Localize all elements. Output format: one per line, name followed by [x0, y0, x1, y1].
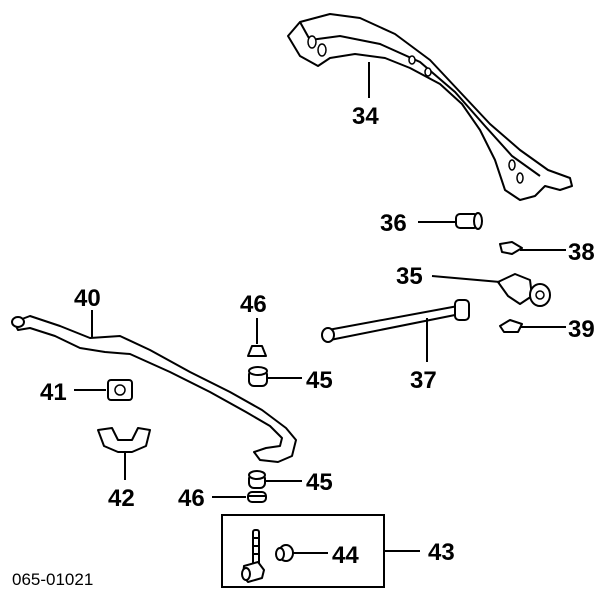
part-46-retainer-upper [247, 345, 267, 357]
part-42-bracket [97, 427, 151, 453]
part-45-bushing-upper [248, 366, 268, 387]
part-40-stabilizer-bar [11, 315, 297, 463]
callout-45-lower: 45 [306, 469, 333, 496]
callout-40: 40 [74, 285, 101, 312]
part-39-bracket [499, 319, 523, 333]
callout-42: 42 [108, 485, 135, 512]
callout-37: 37 [410, 367, 437, 394]
part-44-nut [275, 544, 294, 562]
callout-46-upper: 46 [240, 291, 267, 318]
callout-43: 43 [428, 539, 455, 566]
callout-45-upper: 45 [306, 367, 333, 394]
part-43-link-bolt [241, 529, 265, 583]
diagram-code: 065-01021 [12, 570, 93, 589]
callout-41: 41 [40, 379, 67, 406]
part-36-bushing [455, 212, 483, 230]
part-46-retainer-lower [247, 491, 267, 503]
part-41-bushing [107, 379, 133, 401]
callout-46-lower: 46 [178, 485, 205, 512]
callout-35: 35 [396, 263, 423, 290]
callout-44: 44 [332, 542, 359, 569]
leader-35 [431, 275, 501, 283]
part-37-rod [321, 299, 470, 343]
part-35-bracket [497, 273, 551, 307]
part-45-bushing-lower [248, 470, 266, 489]
part-34-crossmember [287, 13, 573, 201]
callout-38: 38 [568, 239, 595, 266]
callout-39: 39 [568, 316, 595, 343]
callout-34: 34 [352, 103, 379, 130]
callout-36: 36 [380, 210, 407, 237]
part-38-bracket [499, 241, 523, 255]
